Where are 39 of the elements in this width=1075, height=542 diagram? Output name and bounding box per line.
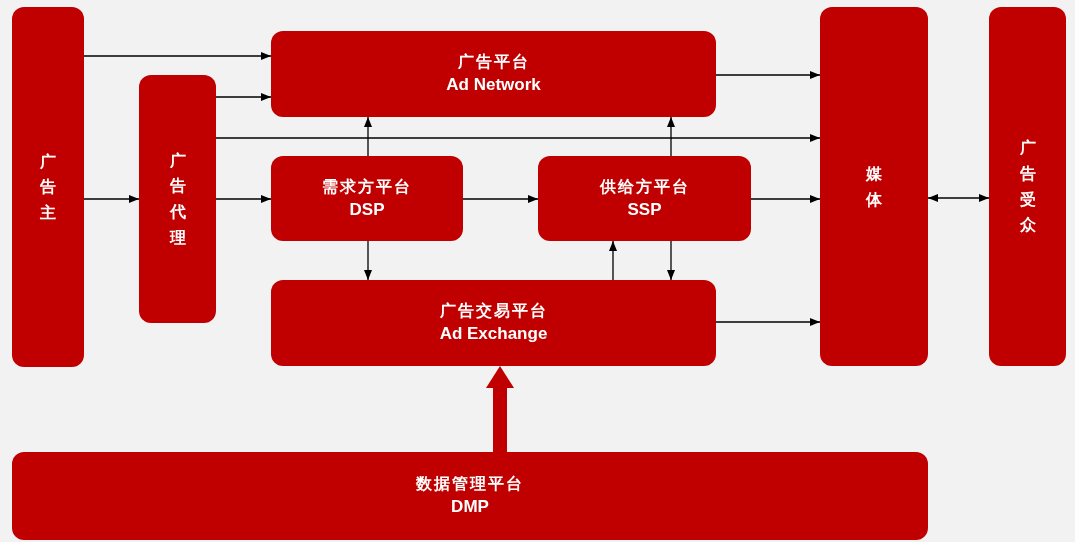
platform-abbreviation: Ad Exchange [439, 323, 548, 346]
platform-box [820, 7, 928, 366]
platform-box [271, 31, 716, 117]
platform-name: 广告交易平台 [439, 301, 548, 322]
arrow [927, 194, 990, 202]
platform-name: 广告受众 [1019, 138, 1036, 236]
arrow [215, 93, 272, 101]
platform-name: 广告主 [40, 151, 56, 223]
arrow [83, 195, 140, 203]
arrow [83, 52, 272, 60]
arrow [364, 116, 372, 157]
platform-name: 广告代理 [169, 150, 186, 248]
platform-abbreviation: DSP [349, 198, 385, 221]
platform-box [12, 452, 928, 540]
arrow [215, 195, 272, 203]
arrow [364, 240, 372, 281]
platform-name: 需求方平台 [322, 176, 412, 197]
platform-abbreviation: Ad Network [446, 74, 541, 97]
arrow [750, 195, 821, 203]
platform-name: 数据管理平台 [416, 474, 524, 495]
platform-box [139, 75, 216, 323]
platform-abbreviation: SSP [627, 198, 662, 221]
platform-abbreviation: DMP [451, 496, 489, 519]
arrow [462, 195, 539, 203]
arrow [667, 240, 675, 281]
arrow [667, 116, 675, 157]
arrow [715, 71, 821, 79]
platform-box [271, 156, 463, 241]
block-arrow [486, 366, 514, 452]
platform-box [538, 156, 751, 241]
platform-box [989, 7, 1066, 366]
arrow [715, 318, 821, 326]
platform-box [12, 7, 84, 367]
platform-name: 供给方平台 [599, 176, 690, 197]
platform-box [271, 280, 716, 366]
platform-name: 媒体 [866, 163, 882, 210]
arrow [215, 134, 821, 142]
arrow [609, 240, 617, 281]
platform-name: 广告平台 [457, 52, 530, 73]
